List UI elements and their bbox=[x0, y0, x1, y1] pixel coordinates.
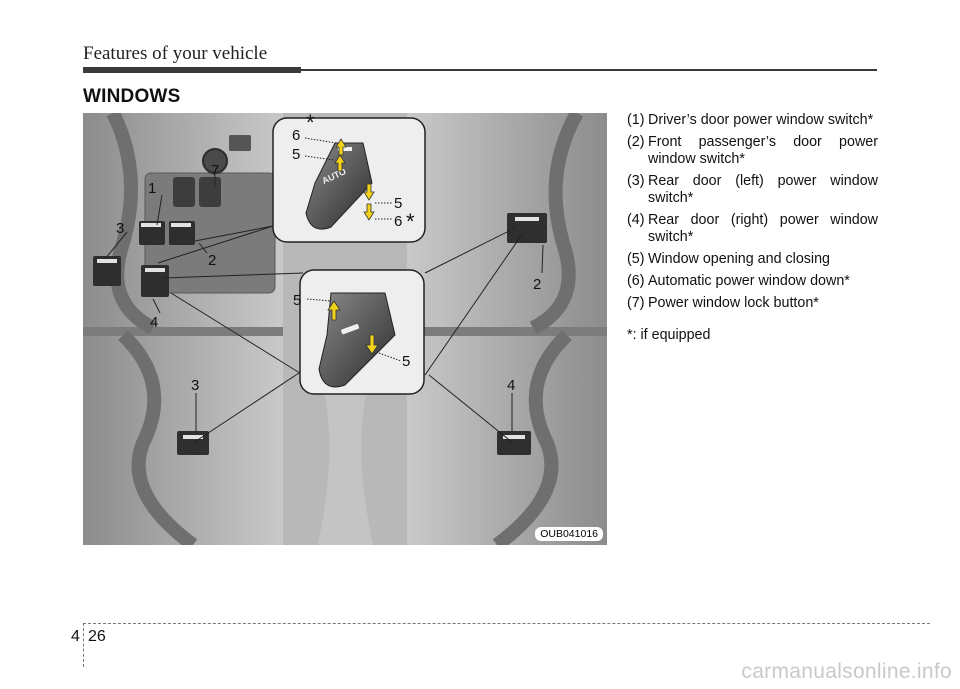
item-text: Front passenger’s door power window swit… bbox=[648, 134, 878, 167]
item-number: (2) bbox=[627, 134, 645, 150]
section-title: WINDOWS bbox=[83, 86, 181, 107]
callout-5-inset: 5 bbox=[394, 195, 402, 212]
footer-divider bbox=[83, 623, 84, 667]
list-item: (5) Window opening and closing bbox=[627, 251, 878, 268]
chapter-number: 4 bbox=[71, 628, 80, 645]
header-rule bbox=[83, 67, 301, 73]
page-number: 26 bbox=[88, 628, 106, 645]
item-text: Power window lock button* bbox=[648, 295, 819, 311]
callout-1: 1 bbox=[148, 180, 156, 197]
figure-code: OUB041016 bbox=[535, 527, 603, 541]
item-text: Automatic power window down* bbox=[648, 273, 850, 289]
list-item: (1) Driver’s door power window switch* bbox=[627, 112, 878, 129]
list-item: (6) Automatic power window down* bbox=[627, 273, 878, 290]
callout-4-rear: 4 bbox=[507, 377, 515, 394]
window-switch-illustration: AUTO 6 * 5 5 6 * 5 5 1 7 3 2 4 bbox=[83, 113, 607, 545]
arrow-up-icon bbox=[327, 300, 341, 321]
item-number: (3) bbox=[627, 173, 645, 189]
illustration-svg: AUTO 6 * 5 5 6 * 5 5 1 7 3 2 4 bbox=[83, 113, 607, 545]
item-text: Rear door (left) power window switch* bbox=[648, 173, 878, 206]
item-text: Driver’s door power window switch* bbox=[648, 112, 874, 128]
callout-2-passenger: 2 bbox=[533, 276, 541, 293]
auto-switch-graphic bbox=[305, 142, 373, 230]
arrow-down-icon bbox=[363, 183, 375, 201]
list-item: (3) Rear door (left) power window switch… bbox=[627, 173, 878, 207]
item-number: (6) bbox=[627, 273, 645, 289]
equipped-note: *: if equipped bbox=[627, 327, 711, 343]
watermark: carmanualsonline.info bbox=[741, 660, 952, 683]
item-number: (7) bbox=[627, 295, 645, 311]
header-title: Features of your vehicle bbox=[83, 43, 268, 64]
callout-3-driver: 3 bbox=[116, 220, 124, 237]
arrow-up-icon bbox=[335, 138, 347, 156]
header-rule-thin bbox=[301, 69, 877, 71]
list-item: (7) Power window lock button* bbox=[627, 295, 878, 312]
callout-6-top: 6 bbox=[292, 127, 300, 144]
item-text: Window opening and closing bbox=[648, 251, 831, 267]
asterisk-top: * bbox=[306, 113, 315, 135]
standard-switch-graphic bbox=[318, 292, 396, 388]
arrow-up-icon bbox=[334, 154, 346, 172]
callout-5-top: 5 bbox=[292, 146, 300, 163]
callout-5-bottom-right: 5 bbox=[402, 353, 410, 370]
arrow-down-icon bbox=[363, 203, 375, 221]
callout-7: 7 bbox=[211, 162, 219, 179]
item-number: (1) bbox=[627, 112, 645, 128]
list-item: (2) Front passenger’s door power window … bbox=[627, 134, 878, 168]
list-item: (4) Rear door (right) power window switc… bbox=[627, 212, 878, 246]
callout-2-driver: 2 bbox=[208, 252, 216, 269]
item-number: (4) bbox=[627, 212, 645, 228]
switch-legend-list: (1) Driver’s door power window switch* (… bbox=[627, 112, 878, 344]
arrow-down-icon bbox=[365, 334, 379, 355]
callout-5-bottom-left: 5 bbox=[293, 292, 301, 309]
item-number: (5) bbox=[627, 251, 645, 267]
callout-4-driver: 4 bbox=[150, 314, 158, 331]
callout-3-rear: 3 bbox=[191, 377, 199, 394]
asterisk-inset: * bbox=[406, 209, 415, 234]
callout-6-inset: 6 bbox=[394, 213, 402, 230]
item-text: Rear door (right) power window switch* bbox=[648, 212, 878, 245]
footer-rule bbox=[83, 623, 930, 624]
